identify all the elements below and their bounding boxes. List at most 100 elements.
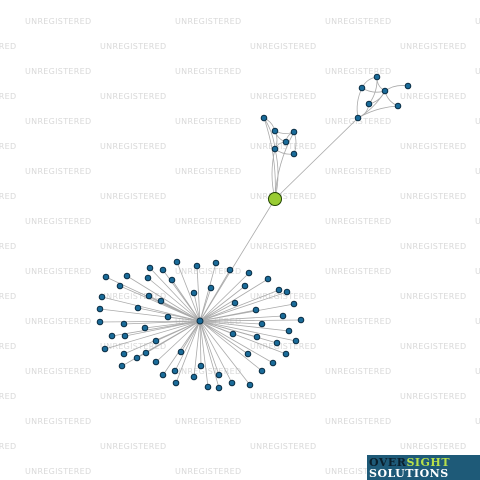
graph-edge (199, 320, 263, 372)
watermark-text: UNREGISTERED (25, 117, 91, 126)
watermark-text: UNREGISTERED (475, 167, 480, 176)
star-leaf-node (116, 282, 124, 290)
watermark-text: UNREGISTERED (100, 142, 166, 151)
star-leaf-node (204, 383, 212, 391)
graph-edge (199, 291, 288, 322)
watermark-text: UNREGISTERED (250, 242, 316, 251)
watermark-text: UNREGISTERED (175, 267, 241, 276)
graph-edge (199, 320, 251, 386)
star-leaf-node (275, 286, 283, 294)
watermark-text: UNREGISTERED (400, 442, 466, 451)
watermark-text: UNREGISTERED (400, 342, 466, 351)
graph-edge (167, 316, 201, 322)
watermark-text: UNREGISTERED (100, 392, 166, 401)
star-leaf-node (177, 348, 185, 356)
graph-edge (199, 289, 280, 322)
cluster-node (381, 87, 389, 95)
star-leaf-node (168, 276, 176, 284)
watermark-text: UNREGISTERED (100, 342, 166, 351)
watermark-text: UNREGISTERED (100, 242, 166, 251)
star-leaf-node (246, 381, 254, 389)
watermark-text: UNREGISTERED (400, 42, 466, 51)
watermark-text: UNREGISTERED (475, 17, 480, 26)
watermark-text: UNREGISTERED (25, 167, 91, 176)
watermark-text: UNREGISTERED (175, 417, 241, 426)
watermark-text: UNREGISTERED (25, 317, 91, 326)
watermark-text: UNREGISTERED (0, 42, 16, 51)
graph-edge (199, 302, 236, 322)
graph-edge (199, 320, 249, 355)
graph-edge (101, 296, 201, 322)
star-leaf-node (171, 367, 179, 375)
graph-edge (176, 261, 201, 322)
star-center-node (196, 317, 204, 325)
watermark-text: UNREGISTERED (175, 467, 241, 476)
logo-word-solutions: SOLUTIONS (369, 467, 449, 480)
star-leaf-node (164, 313, 172, 321)
watermark-text: UNREGISTERED (325, 317, 391, 326)
cluster-node (394, 102, 402, 110)
graph-edge (199, 287, 212, 322)
graph-edge (199, 320, 258, 338)
watermark-text: UNREGISTERED (100, 442, 166, 451)
watermark-text: UNREGISTERED (475, 217, 480, 226)
cluster-node (404, 82, 412, 90)
graph-edge (199, 320, 274, 364)
graph-edge (126, 275, 201, 322)
star-leaf-node (108, 332, 116, 340)
graph-edge (199, 285, 246, 322)
star-leaf-node (269, 359, 277, 367)
star-leaf-node (212, 259, 220, 267)
watermark-text: UNREGISTERED (400, 242, 466, 251)
hub-to-star-edge (199, 198, 276, 322)
star-leaf-node (152, 358, 160, 366)
graph-edge (199, 320, 263, 325)
watermark-text: UNREGISTERED (325, 67, 391, 76)
watermark-text: UNREGISTERED (0, 142, 16, 151)
watermark-text: UNREGISTERED (100, 92, 166, 101)
node-layer (96, 73, 412, 392)
star-leaf-node (273, 339, 281, 347)
star-leaf-node (172, 379, 180, 387)
watermark-text: UNREGISTERED (325, 417, 391, 426)
watermark-text: UNREGISTERED (250, 142, 316, 151)
star-leaf-node (173, 258, 181, 266)
watermark-text: UNREGISTERED (475, 117, 480, 126)
star-leaf-node (134, 304, 142, 312)
graph-edge (148, 295, 201, 322)
watermark-layer: UNREGISTERED UNREGISTERED UNREGISTERED UNRE… (0, 17, 480, 476)
watermark-text: UNREGISTERED (325, 467, 391, 476)
watermark-text: UNREGISTERED (0, 342, 16, 351)
graph-edge (155, 320, 201, 363)
graph-edge (104, 320, 201, 350)
cluster-node (290, 150, 298, 158)
logo-word-over: OVER (369, 456, 407, 469)
star-leaf-node (244, 350, 252, 358)
star-leaf-node (120, 320, 128, 328)
watermark-text: UNREGISTERED (475, 67, 480, 76)
star-leaf-node (152, 337, 160, 345)
graph-edge (174, 320, 201, 372)
graph-edge (124, 320, 201, 337)
watermark-text: UNREGISTERED (475, 367, 480, 376)
graph-edge (199, 320, 220, 376)
star-leaf-node (159, 371, 167, 379)
watermark-text: UNREGISTERED (325, 117, 391, 126)
star-leaf-node (241, 282, 249, 290)
watermark-text: UNREGISTERED (325, 17, 391, 26)
cluster-node (271, 127, 279, 135)
star-leaf-node (207, 284, 215, 292)
star-leaf-node (290, 300, 298, 308)
watermark-text: UNREGISTERED (0, 292, 16, 301)
graph-edge (149, 267, 201, 322)
watermark-text: UNREGISTERED (400, 142, 466, 151)
graph-edge (193, 292, 201, 322)
star-leaf-node (133, 354, 141, 362)
watermark-text: UNREGISTERED (25, 67, 91, 76)
star-leaf-node (258, 367, 266, 375)
watermark-text: UNREGISTERED (250, 442, 316, 451)
watermark-text: UNREGISTERED (100, 42, 166, 51)
watermark-text: UNREGISTERED (175, 67, 241, 76)
graph-edge (175, 320, 201, 384)
graph-edge (199, 320, 209, 388)
